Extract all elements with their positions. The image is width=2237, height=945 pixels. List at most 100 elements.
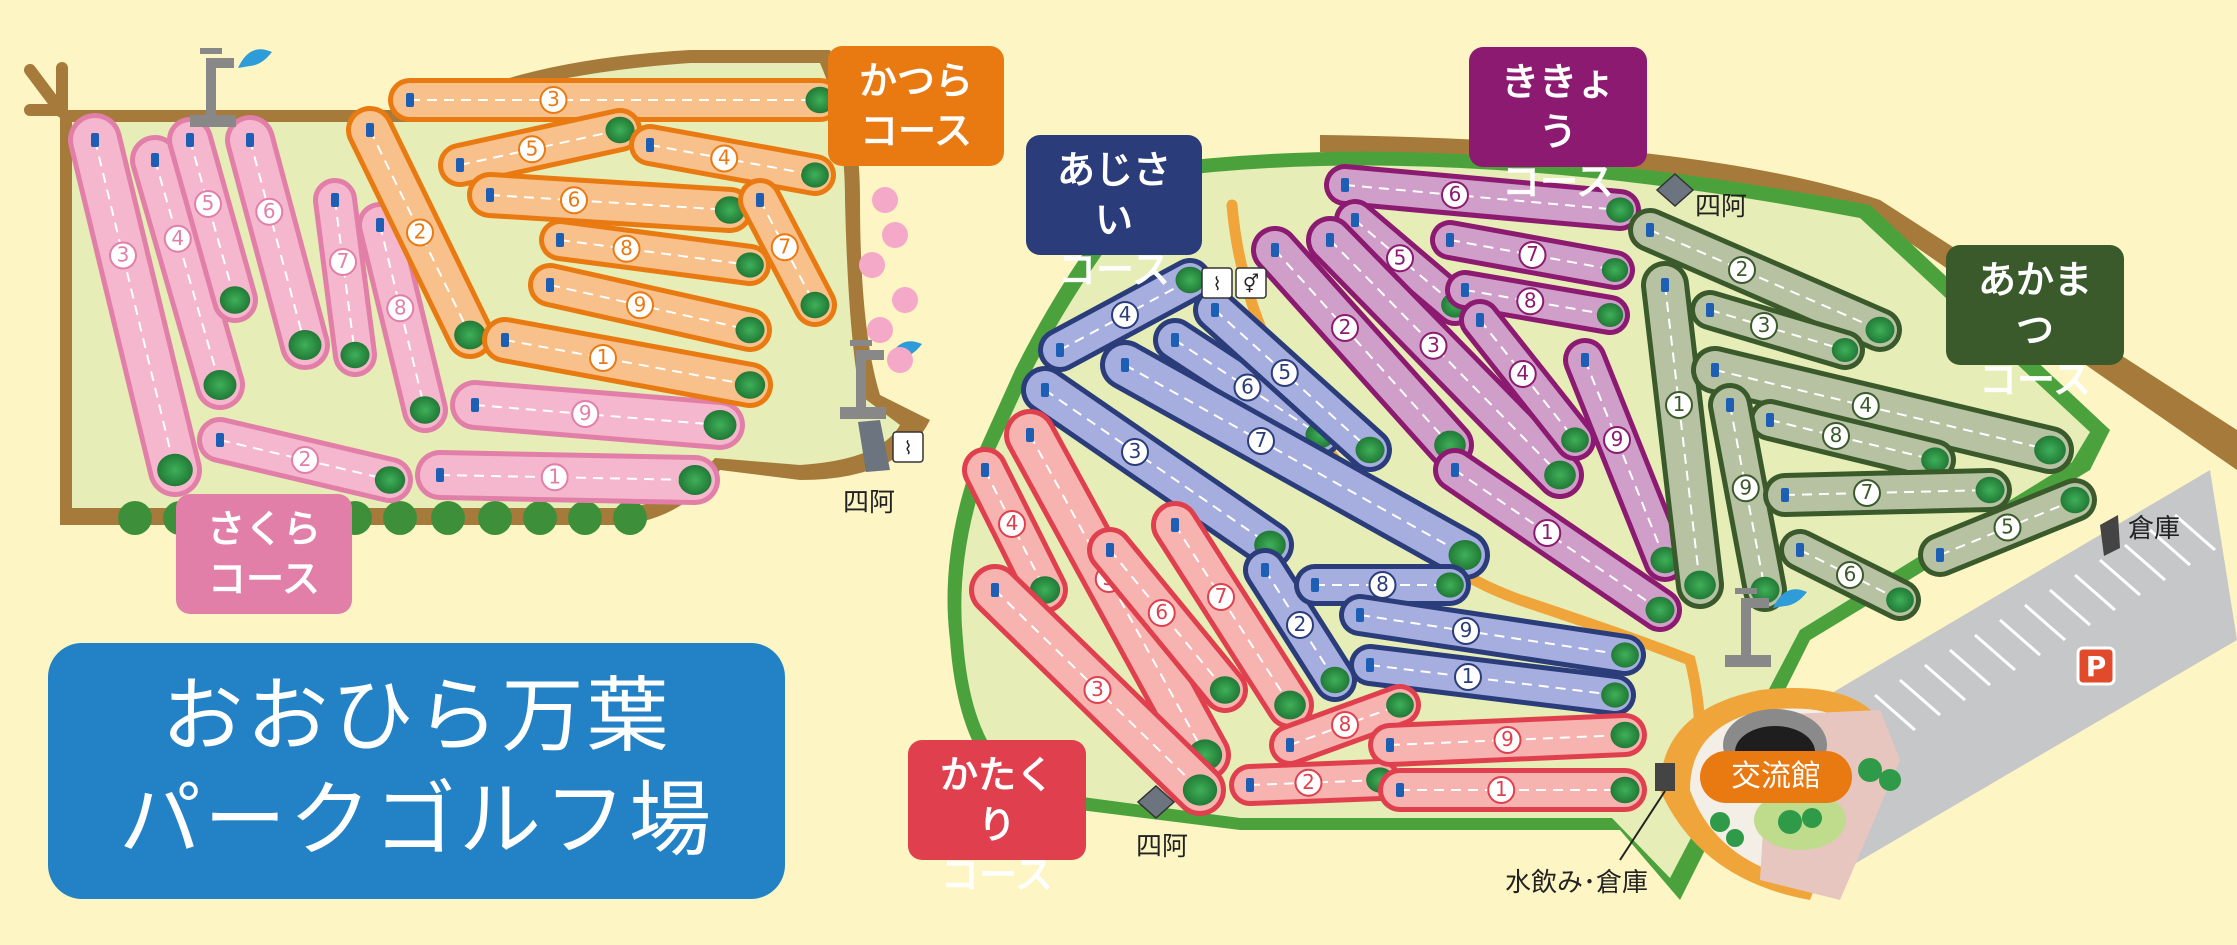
green-icon	[678, 465, 712, 495]
hole-sakura-7[interactable]: 7	[313, 178, 377, 377]
hole-number: 8	[1524, 288, 1537, 312]
hole-number: 7	[778, 234, 791, 258]
tree-icon	[431, 501, 465, 535]
hole-ajisai-4[interactable]: 4	[1038, 258, 1212, 372]
course-label-akamatsu-line1: あかまつ	[1977, 258, 2092, 352]
hole-sakura-9[interactable]: 9	[450, 380, 745, 450]
hole-ajisai-1[interactable]: 1	[1349, 644, 1636, 716]
hole-katakuri-3[interactable]: 3	[969, 564, 1226, 816]
hole-ajisai-8[interactable]: 8	[1294, 564, 1471, 606]
hole-akamatsu-9[interactable]: 9	[1708, 383, 1787, 612]
hole-katakuri-1[interactable]: 1	[1378, 768, 1647, 812]
hole-akamatsu-1[interactable]: 1	[1641, 261, 1724, 609]
hole-katsura-5[interactable]: 5	[438, 108, 642, 187]
hole-sakura-6[interactable]: 6	[225, 115, 330, 370]
course-label-sakura-line2: コース	[207, 557, 321, 601]
course-label-akamatsu-line2: コース	[1978, 358, 2092, 402]
green-icon	[805, 86, 835, 114]
page-title: おおひら万葉 パークゴルフ場	[48, 643, 785, 899]
hole-katakuri-2[interactable]: 2	[1229, 759, 1401, 806]
hole-akamatsu-5[interactable]: 5	[1918, 478, 2097, 577]
hole-number: 3	[1091, 677, 1104, 701]
hole-number: 6	[1241, 375, 1254, 399]
hole-katakuri-9[interactable]: 9	[1368, 713, 1647, 767]
course-label-sakura-line1: さくら	[206, 507, 321, 551]
hole-kikyou-7[interactable]: 7	[1430, 220, 1635, 290]
hole-akamatsu-2[interactable]: 2	[1628, 208, 1902, 352]
hole-akamatsu-8[interactable]: 8	[1749, 399, 1956, 481]
hole-ajisai-5[interactable]: 5	[1193, 288, 1392, 472]
hole-number: 9	[1501, 727, 1514, 751]
hole-katsura-8[interactable]: 8	[539, 219, 771, 286]
hole-number: 1	[1462, 664, 1475, 688]
hole-sakura-5[interactable]: 5	[167, 117, 258, 323]
page-title-line2: パークゴルフ場	[118, 773, 714, 868]
green-icon	[203, 370, 237, 400]
hole-kikyou-6[interactable]: 6	[1324, 164, 1641, 231]
storage-icon	[2100, 515, 2120, 556]
hole-number: 8	[1376, 572, 1389, 596]
hole-akamatsu-4[interactable]: 4	[1691, 346, 2074, 474]
hole-ajisai-3[interactable]: 3	[1021, 366, 1294, 569]
green-icon	[1684, 570, 1716, 600]
hole-ajisai-6[interactable]: 6	[1153, 318, 1342, 457]
green-icon	[2034, 435, 2066, 465]
hole-katsura-9[interactable]: 9	[528, 263, 772, 352]
course-label-sakura: さくら コース	[176, 494, 352, 614]
hole-akamatsu-6[interactable]: 6	[1779, 529, 1921, 621]
hole-kikyou-3[interactable]: 3	[1306, 216, 1584, 499]
hole-katsura-2[interactable]: 2	[346, 106, 494, 359]
hole-number: 5	[1394, 245, 1407, 269]
hole-sakura-1[interactable]: 1	[415, 450, 720, 505]
hole-akamatsu-7[interactable]: 7	[1763, 468, 2012, 517]
green-icon	[409, 396, 441, 424]
cherry-blossom-icon	[859, 252, 885, 278]
green-icon	[734, 371, 766, 399]
cherry-blossom-icon	[892, 287, 918, 313]
course-label-katsura-line2: コース	[859, 109, 973, 153]
hole-number: 4	[718, 146, 731, 170]
parking-icon[interactable]: P	[2076, 646, 2116, 686]
svg-text:⚥: ⚥	[1243, 273, 1259, 295]
hole-ajisai-9[interactable]: 9	[1339, 594, 1646, 676]
hole-sakura-8[interactable]: 8	[357, 202, 448, 433]
hole-katsura-3[interactable]: 3	[388, 78, 842, 122]
hole-katsura-7[interactable]: 7	[738, 178, 837, 327]
green-icon	[1386, 692, 1414, 718]
hole-number: 1	[1541, 520, 1554, 544]
green-icon	[1355, 436, 1385, 464]
water-storage-label: 水飲み･倉庫	[1505, 868, 1649, 898]
green-icon	[1750, 576, 1780, 604]
azumaya-label-kikyou: 四阿	[1695, 192, 1748, 222]
green-icon	[1175, 266, 1205, 294]
hole-number: 4	[1516, 361, 1529, 385]
hole-katakuri-7[interactable]: 7	[1151, 501, 1314, 729]
gazebo-icon	[1655, 172, 1695, 208]
hole-katsura-4[interactable]: 4	[629, 124, 836, 196]
hole-kikyou-8[interactable]: 8	[1445, 270, 1630, 335]
hole-kikyou-5[interactable]: 5	[1334, 199, 1476, 326]
hole-number: 4	[171, 226, 184, 250]
hole-sakura-3[interactable]: 3	[68, 113, 202, 497]
green-icon	[1601, 258, 1629, 282]
hole-katakuri-6[interactable]: 6	[1087, 527, 1248, 713]
green-icon	[605, 116, 635, 144]
hole-kikyou-4[interactable]: 4	[1459, 299, 1596, 461]
hole-kikyou-1[interactable]: 1	[1433, 448, 1682, 632]
hole-katsura-1[interactable]: 1	[482, 317, 773, 408]
hole-katakuri-8[interactable]: 8	[1269, 684, 1421, 766]
water-splash-icon	[238, 49, 272, 68]
hole-sakura-4[interactable]: 4	[130, 135, 245, 410]
hole-ajisai-7[interactable]: 7	[1100, 340, 1490, 580]
course-label-katakuri: かたくり コース	[908, 740, 1086, 897]
tree-icon	[613, 501, 647, 535]
hole-katsura-6[interactable]: 6	[467, 172, 753, 233]
svg-text:P: P	[2086, 650, 2107, 683]
hole-number: 5	[1278, 360, 1291, 384]
hole-kikyou-9[interactable]: 9	[1563, 338, 1687, 582]
hole-akamatsu-3[interactable]: 3	[1690, 290, 1865, 370]
hole-sakura-2[interactable]: 2	[197, 417, 413, 503]
course-label-kikyou-line1: ききょう	[1500, 60, 1615, 154]
hole-ajisai-2[interactable]: 2	[1243, 548, 1357, 702]
cherry-blossom-icon	[887, 347, 913, 373]
